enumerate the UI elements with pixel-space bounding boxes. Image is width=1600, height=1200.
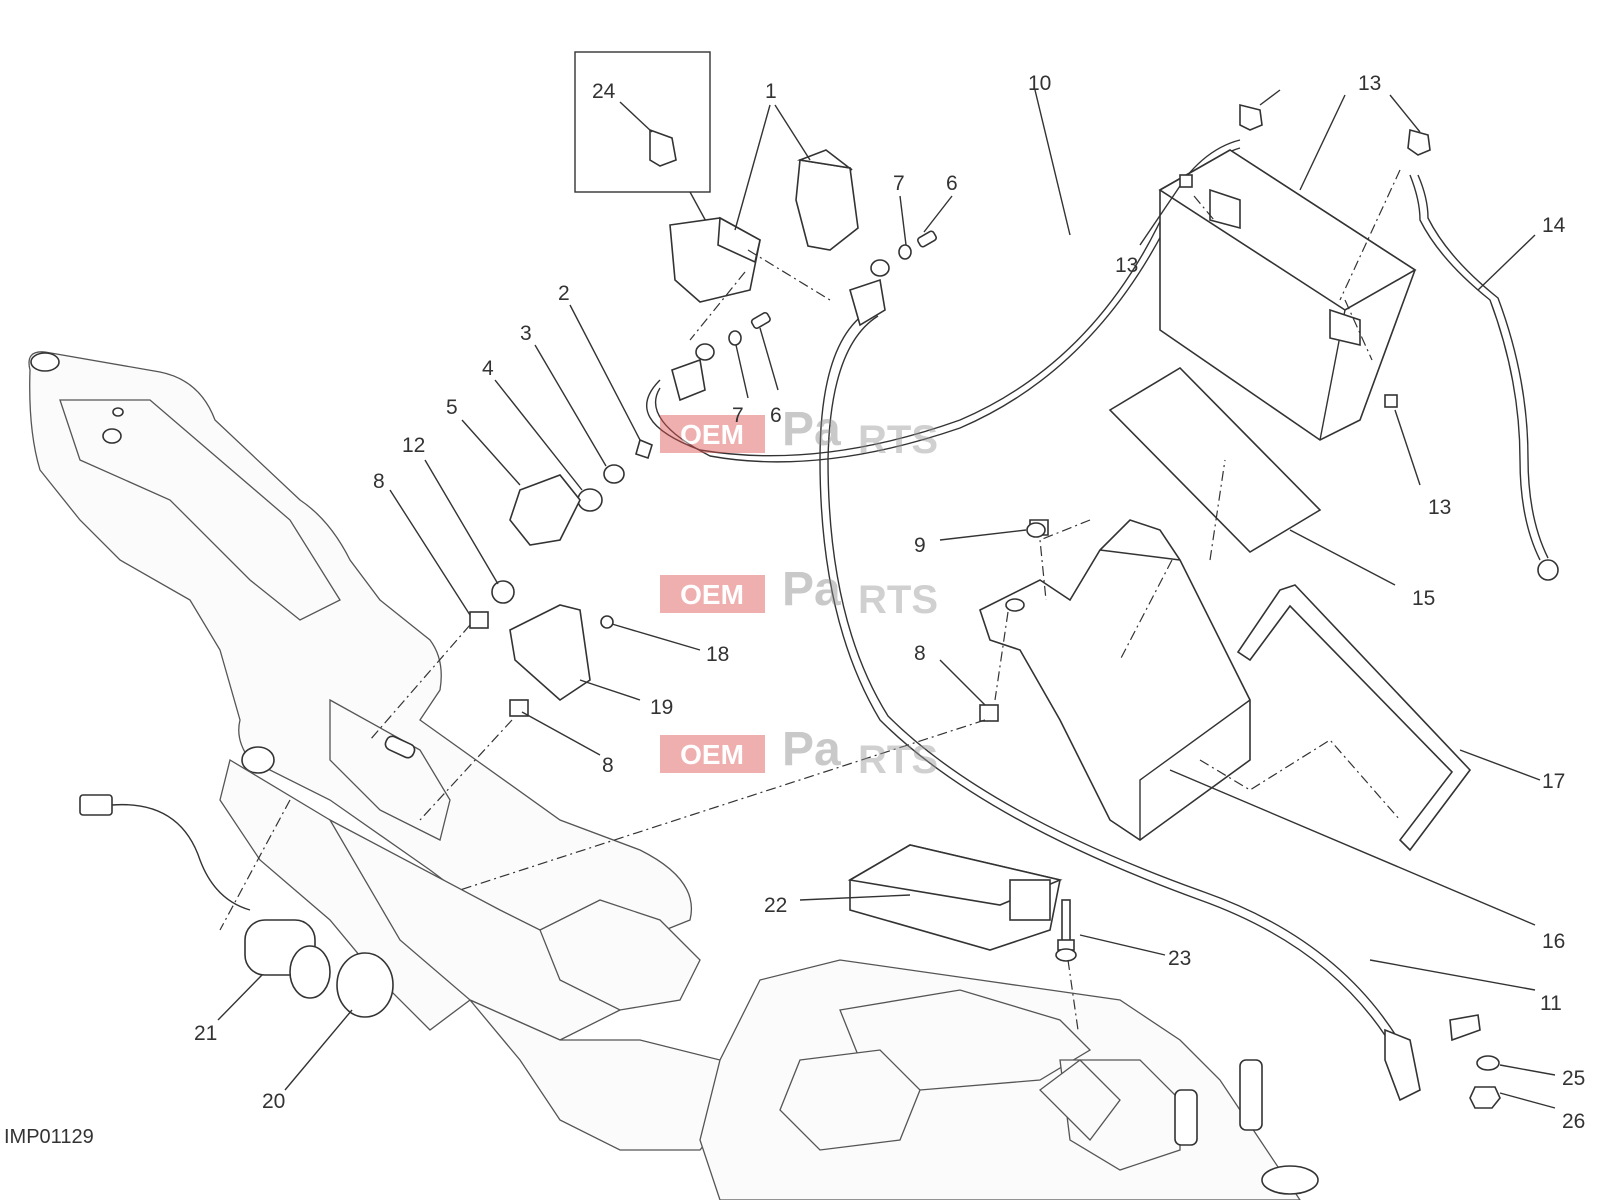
- terminal-cover: [1384, 1028, 1421, 1102]
- watermark-rts: RTS: [858, 578, 938, 622]
- label-20: 20: [262, 1090, 285, 1113]
- cable-14: [1409, 174, 1541, 561]
- screw-9: [1026, 522, 1046, 538]
- label-9: 9: [914, 534, 926, 557]
- label-15: 15: [1412, 587, 1435, 610]
- label-22: 22: [764, 894, 787, 917]
- left-small-parts: [469, 438, 1049, 722]
- watermark-pa: Pa: [782, 563, 841, 616]
- part-labels: 1 2 3 4 5 6 6 7 7 8 8 8 9 10 11 12 13 13…: [4, 72, 1585, 1148]
- inset-frame: [574, 51, 711, 193]
- label-21: 21: [194, 1022, 217, 1045]
- label-5: 5: [446, 396, 458, 419]
- screw-23: [1055, 899, 1077, 962]
- label-19: 19: [650, 696, 673, 719]
- leader-lines: [217, 89, 1556, 1109]
- retaining-strap: [1236, 584, 1472, 852]
- main-frame: [699, 959, 1319, 1200]
- label-12: 12: [402, 434, 425, 457]
- watermark-oem: OEM: [680, 579, 744, 610]
- fuse-box: [669, 104, 859, 341]
- assembly-lines: [219, 169, 1401, 1031]
- rear-subframe: [28, 351, 741, 1151]
- spare-fuse: [649, 128, 677, 167]
- label-11: 11: [1540, 992, 1562, 1015]
- label-23: 23: [1168, 947, 1191, 970]
- label-4: 4: [482, 357, 494, 380]
- label-16: 16: [1542, 930, 1565, 953]
- label-13: 13: [1358, 72, 1381, 95]
- watermark-bg: [660, 415, 765, 453]
- label-25: 25: [1562, 1067, 1585, 1090]
- label-7: 7: [732, 404, 744, 427]
- label-10: 10: [1028, 72, 1051, 95]
- label-24: 24: [592, 80, 616, 103]
- label-26: 26: [1562, 1110, 1585, 1133]
- diagram-code: IMP01129: [4, 1126, 94, 1148]
- screws-top: [671, 230, 937, 402]
- watermark-rts: RTS: [858, 418, 938, 462]
- label-17: 17: [1542, 770, 1565, 793]
- battery: [1158, 103, 1431, 441]
- battery-box: [979, 519, 1251, 841]
- watermark-pa: Pa: [782, 723, 841, 776]
- nut-washer: [1449, 1014, 1501, 1109]
- label-18: 18: [706, 643, 729, 666]
- label-6: 6: [770, 404, 782, 427]
- watermark-oem: OEM: [680, 419, 744, 450]
- label-13: 13: [1115, 254, 1138, 277]
- fuse-inset: [574, 51, 711, 226]
- label-8: 8: [602, 754, 614, 777]
- watermark-pa: Pa: [782, 403, 841, 456]
- watermark-oem: OEM: [680, 739, 744, 770]
- battery-pad: [1108, 366, 1322, 554]
- cable-11: [819, 309, 1401, 1061]
- label-7: 7: [893, 172, 905, 195]
- label-2: 2: [558, 282, 570, 305]
- label-3: 3: [520, 322, 532, 345]
- label-14: 14: [1542, 214, 1566, 237]
- label-8: 8: [914, 642, 926, 665]
- label-8: 8: [373, 470, 385, 493]
- watermark-rts: RTS: [858, 738, 938, 782]
- label-13: 13: [1428, 496, 1451, 519]
- ring-terminal: [1537, 559, 1559, 581]
- label-6: 6: [946, 172, 958, 195]
- power-socket: [79, 794, 394, 1018]
- watermark: OEM Pa RTS OEM Pa RTS OEM Pa RTS: [660, 403, 938, 782]
- label-1: 1: [765, 80, 777, 103]
- ecu: [847, 844, 1063, 951]
